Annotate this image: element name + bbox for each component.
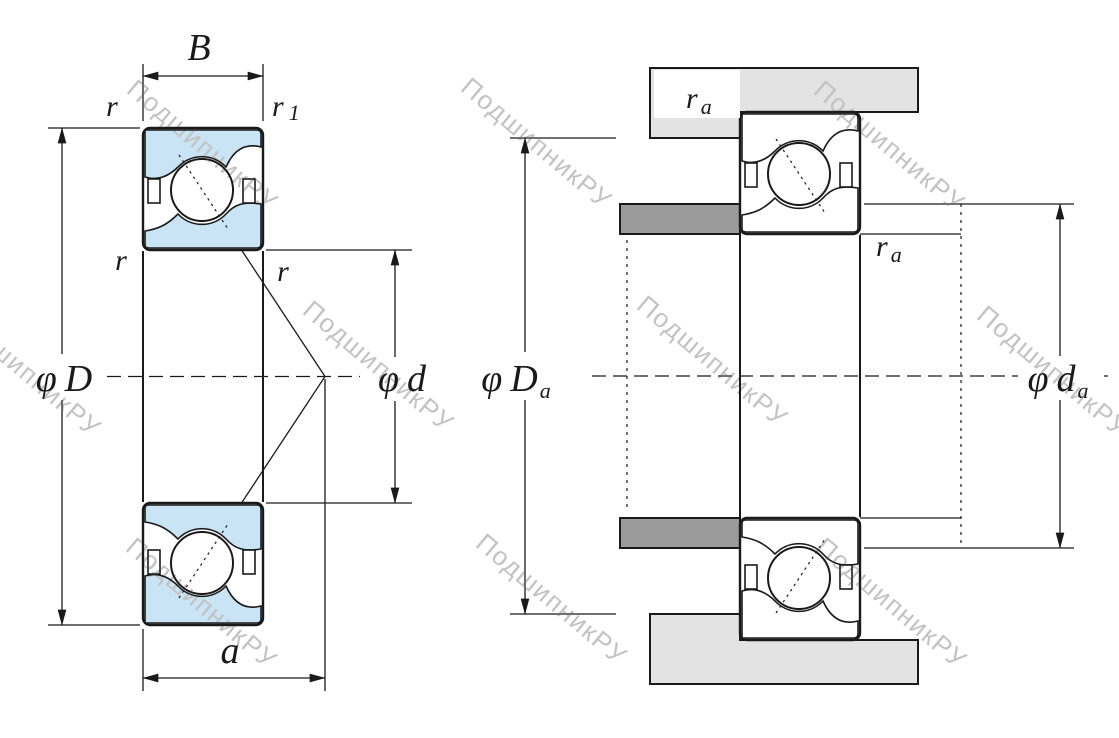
diameter-subscript: a [1078, 378, 1089, 403]
label-background [1018, 356, 1104, 400]
phi-symbol: φ [378, 358, 399, 400]
phi-symbol: φ [481, 358, 502, 400]
phi-symbol: φ [36, 358, 57, 400]
watermark-text: ПодшипникРУ [470, 527, 633, 670]
chamfer-label-mid-right: r [277, 255, 289, 288]
pressure-center-label: a [221, 630, 240, 672]
label-background [360, 357, 444, 401]
diameter-letter: d [407, 358, 427, 400]
shaft-shoulder-bottom [619, 517, 741, 549]
watermark-text: ПодшипникРУ [455, 71, 618, 214]
diameter-letter: d [1057, 358, 1077, 400]
housing-shoulder-bottom [649, 613, 919, 685]
label-background [24, 354, 106, 400]
width-label: B [187, 27, 210, 69]
bearing-section-top-right [738, 110, 862, 236]
contact-line-bottom [226, 376, 326, 526]
fillet-base: r [876, 230, 888, 263]
chamfer-label-top-left: r [106, 90, 118, 123]
chamfer-subscript: 1 [289, 100, 300, 125]
fillet-subscript: a [701, 94, 712, 119]
chamfer-base: r [272, 90, 284, 123]
contact-line-top [226, 227, 326, 377]
chamfer-label-mid-left: r [115, 244, 127, 277]
fillet-base: r [686, 82, 698, 115]
diameter-subscript: a [540, 378, 551, 403]
diameter-letter: D [64, 358, 92, 400]
phi-symbol: φ [1027, 358, 1048, 400]
label-background [654, 70, 740, 118]
diameter-letter: D [509, 358, 537, 400]
fillet-subscript: a [891, 242, 902, 267]
watermark-text: ПодшипникРУ [631, 289, 794, 432]
label-background [470, 352, 572, 400]
shaft-shoulder-top [619, 203, 741, 235]
